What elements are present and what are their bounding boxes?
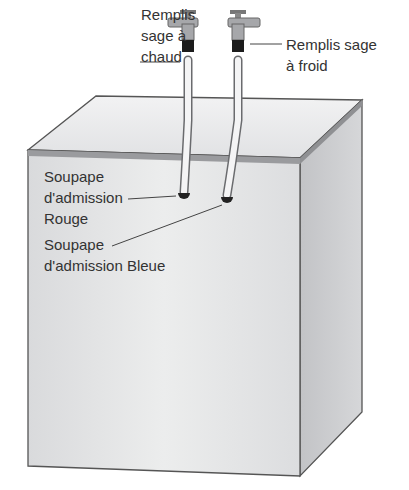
leader-line — [112, 205, 222, 246]
tap-label: Remplis sage à froid — [286, 34, 386, 76]
valve-label: Soupape d'admission Bleue — [44, 234, 172, 276]
blue-inlet-valve — [221, 197, 233, 203]
lid-band — [28, 150, 300, 164]
leader-line — [128, 196, 176, 199]
lid-band-side — [300, 100, 362, 164]
cold-tap-spout — [232, 24, 244, 40]
cold-hose-inner — [227, 60, 238, 195]
side-face — [300, 100, 362, 476]
hot-hose — [184, 60, 188, 192]
cold-tap-nozzle — [232, 40, 244, 52]
tap-label: Remplis sage à chaud — [141, 4, 213, 67]
hot-hose-inner — [184, 60, 188, 192]
front-face — [28, 150, 300, 476]
red-inlet-valve — [178, 193, 190, 199]
cold-hose — [227, 60, 238, 195]
valve-label: Soupape d'admission Rouge — [44, 166, 139, 229]
leader-line — [250, 44, 282, 45]
